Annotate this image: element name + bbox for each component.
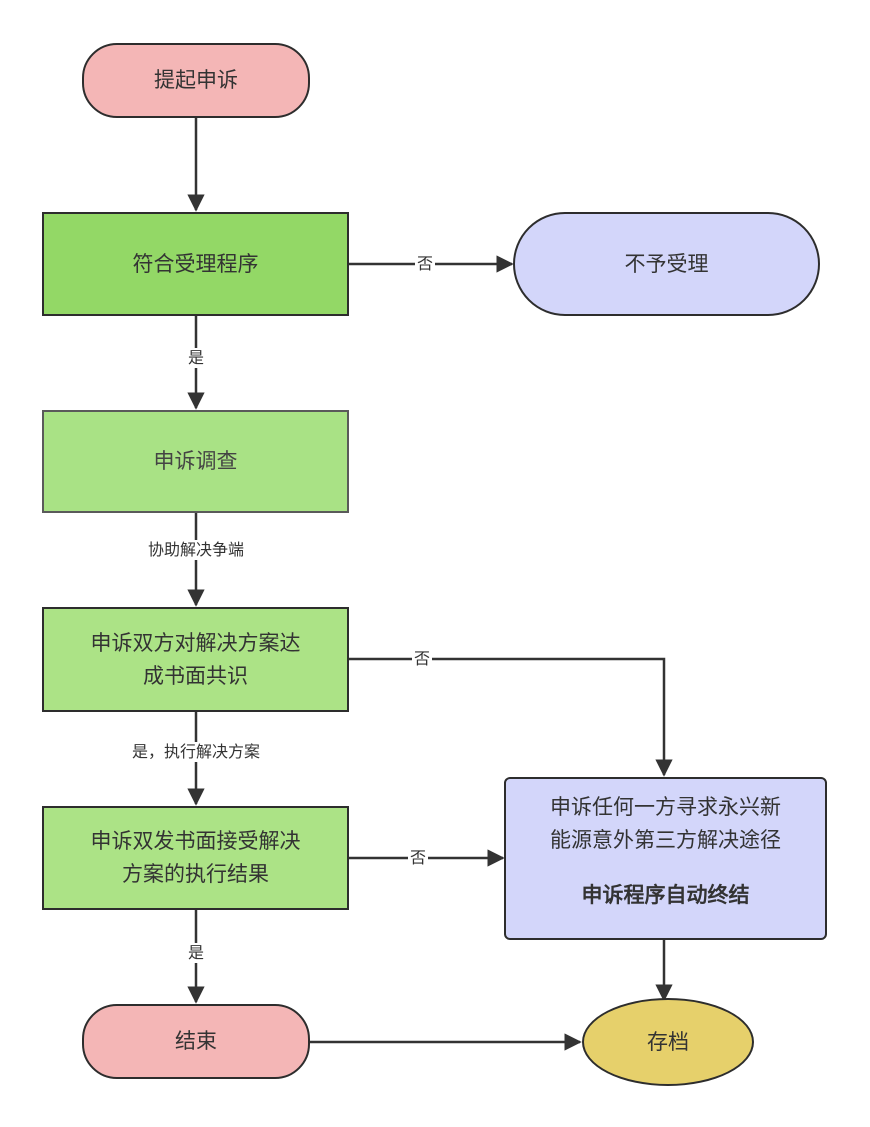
edge-label-agreement-yes: 是，执行解决方案 — [129, 742, 263, 762]
edge-label-investigate: 协助解决争端 — [145, 540, 247, 560]
edge-label-accept-no: 否 — [407, 848, 429, 868]
node-check-label: 符合受理程序 — [132, 251, 259, 276]
edge-label-check-yes: 是 — [185, 348, 207, 368]
node-end-label: 结束 — [175, 1029, 217, 1053]
node-accept: 申诉双发书面接受解决 方案的执行结果 — [42, 806, 349, 910]
node-archive-label: 存档 — [647, 1029, 689, 1054]
edge-label-agreement-no: 否 — [411, 649, 433, 669]
node-other-line2: 能源意外第三方解决途径 — [550, 828, 781, 852]
node-investigate-label: 申诉调查 — [153, 449, 238, 473]
node-other: 申诉任何一方寻求永兴新 能源意外第三方解决途径 申诉程序自动终结 — [504, 777, 827, 940]
node-archive: 存档 — [582, 998, 754, 1086]
node-accept-line2: 方案的执行结果 — [122, 862, 269, 886]
edge-agreement-other — [349, 657, 673, 777]
node-start-label: 提起申诉 — [154, 68, 238, 92]
node-agreement-line1: 申诉双方对解决方案达 — [90, 630, 301, 655]
node-reject: 不予受理 — [513, 212, 820, 316]
node-other-terminated: 申诉程序自动终结 — [581, 883, 750, 907]
node-agreement: 申诉双方对解决方案达 成书面共识 — [42, 607, 349, 712]
node-check: 符合受理程序 — [42, 212, 349, 316]
node-agreement-line2: 成书面共识 — [143, 663, 248, 688]
node-investigate: 申诉调查 — [42, 410, 349, 513]
edge-label-check-no: 否 — [414, 254, 436, 274]
node-accept-line1: 申诉双发书面接受解决 — [90, 829, 301, 853]
edge-label-accept-yes: 是 — [185, 943, 207, 963]
node-end: 结束 — [82, 1004, 310, 1079]
node-other-line1: 申诉任何一方寻求永兴新 — [550, 795, 781, 819]
node-reject-label: 不予受理 — [624, 251, 709, 276]
node-start: 提起申诉 — [82, 43, 310, 118]
